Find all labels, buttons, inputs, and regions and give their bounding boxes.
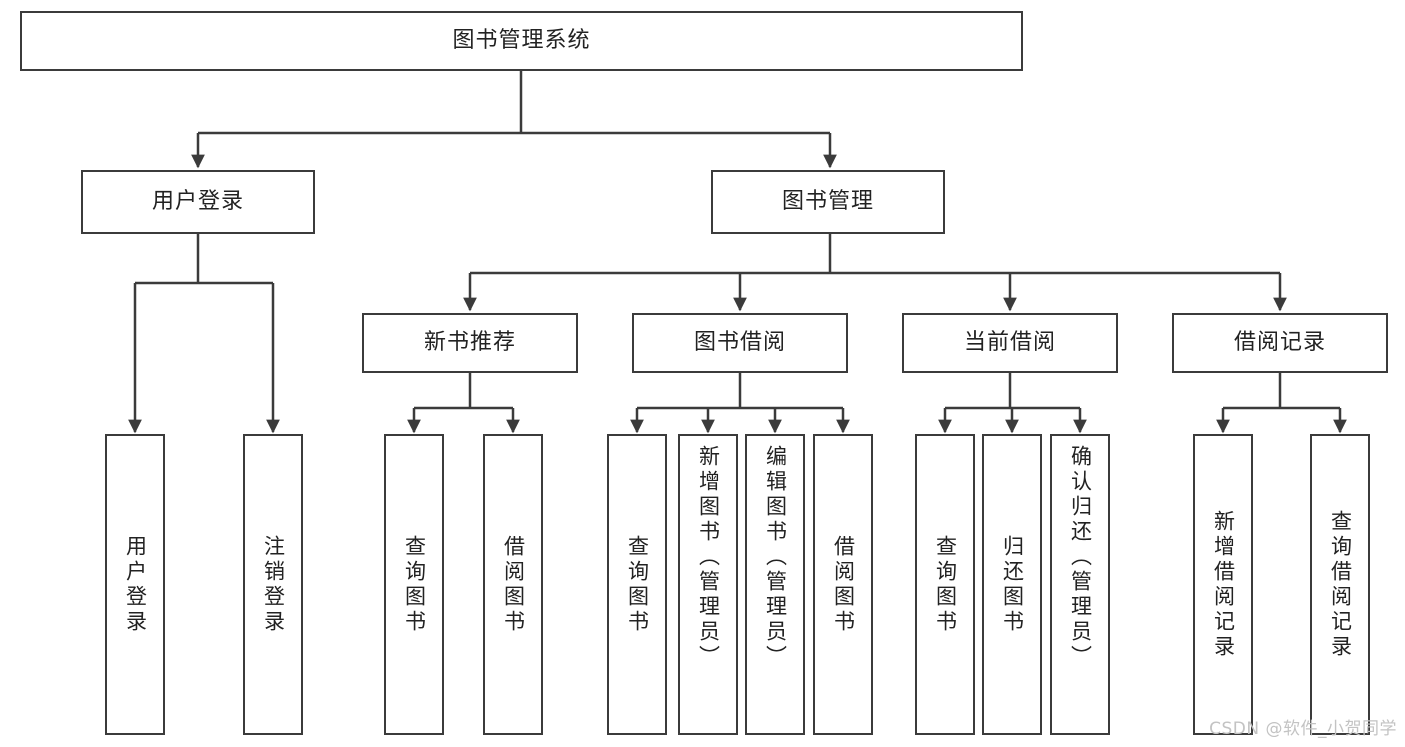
node-current-borrow[interactable]: 当前借阅 xyxy=(902,313,1118,373)
node-leaf-label: 借阅图书 xyxy=(501,534,526,635)
node-leaf-label: 编辑图书（管理员） xyxy=(763,445,788,670)
node-book-borrow-label: 图书借阅 xyxy=(693,330,786,356)
node-leaf-new-book-query[interactable]: 查询图书 xyxy=(384,434,444,735)
node-leaf-borrow-record-add[interactable]: 新增借阅记录 xyxy=(1193,434,1253,735)
node-leaf-book-borrow-query[interactable]: 查询图书 xyxy=(607,434,667,735)
node-leaf-current-borrow-confirm[interactable]: 确认归还（管理员） xyxy=(1050,434,1110,735)
node-leaf-user-login-logout[interactable]: 注销登录 xyxy=(243,434,303,735)
node-leaf-label: 查询图书 xyxy=(625,534,650,635)
node-leaf-label: 新增图书（管理员） xyxy=(696,445,721,670)
node-leaf-new-book-borrow[interactable]: 借阅图书 xyxy=(483,434,543,735)
node-leaf-label: 查询图书 xyxy=(933,534,958,635)
node-leaf-book-borrow-edit[interactable]: 编辑图书（管理员） xyxy=(745,434,805,735)
node-leaf-book-borrow-add[interactable]: 新增图书（管理员） xyxy=(678,434,738,735)
node-root-system[interactable]: 图书管理系统 xyxy=(20,11,1023,71)
node-leaf-current-borrow-query[interactable]: 查询图书 xyxy=(915,434,975,735)
node-leaf-borrow-record-query[interactable]: 查询借阅记录 xyxy=(1310,434,1370,735)
node-leaf-label: 借阅图书 xyxy=(831,534,856,635)
node-leaf-user-login-login[interactable]: 用户登录 xyxy=(105,434,165,735)
node-leaf-label: 新增借阅记录 xyxy=(1211,509,1236,660)
node-leaf-label: 查询图书 xyxy=(402,534,427,635)
node-root-label: 图书管理系统 xyxy=(452,28,591,54)
csdn-watermark: CSDN @软件_小贺同学 xyxy=(1209,719,1397,739)
node-borrow-record-label: 借阅记录 xyxy=(1233,330,1326,356)
node-current-borrow-label: 当前借阅 xyxy=(963,330,1056,356)
node-leaf-current-borrow-return[interactable]: 归还图书 xyxy=(982,434,1042,735)
node-leaf-label: 用户登录 xyxy=(123,534,148,635)
node-leaf-label: 确认归还（管理员） xyxy=(1068,445,1093,670)
node-book-management-label: 图书管理 xyxy=(781,189,874,215)
node-user-login[interactable]: 用户登录 xyxy=(81,170,315,234)
node-new-book-recommend-label: 新书推荐 xyxy=(423,330,516,356)
node-user-login-label: 用户登录 xyxy=(151,189,244,215)
node-leaf-book-borrow-borrow[interactable]: 借阅图书 xyxy=(813,434,873,735)
node-leaf-label: 查询借阅记录 xyxy=(1328,509,1353,660)
node-leaf-label: 归还图书 xyxy=(1000,534,1025,635)
node-book-borrow[interactable]: 图书借阅 xyxy=(632,313,848,373)
node-book-management[interactable]: 图书管理 xyxy=(711,170,945,234)
node-new-book-recommend[interactable]: 新书推荐 xyxy=(362,313,578,373)
node-leaf-label: 注销登录 xyxy=(261,534,286,635)
node-borrow-record[interactable]: 借阅记录 xyxy=(1172,313,1388,373)
